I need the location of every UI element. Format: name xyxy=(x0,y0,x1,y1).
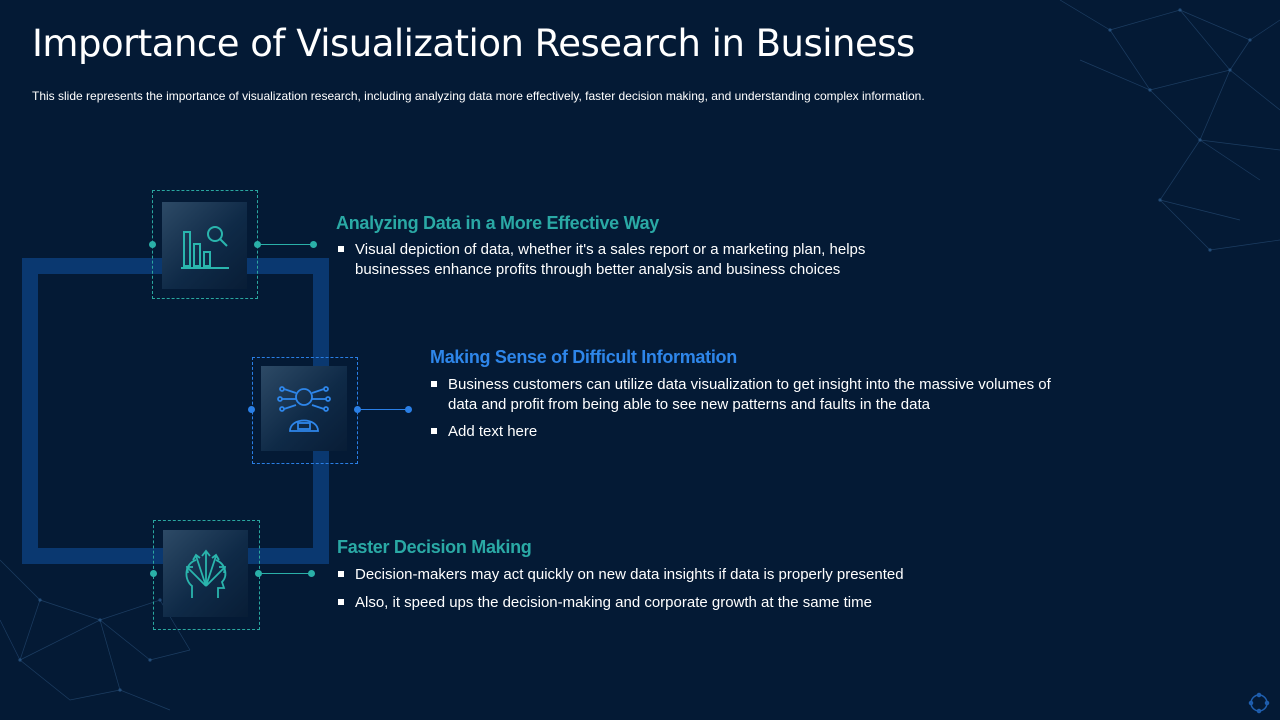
section-bullets-difficult-info: Business customers can utilize data visu… xyxy=(429,375,1059,450)
list-item: Decision-makers may act quickly on new d… xyxy=(336,565,976,585)
page-subtitle: This slide represents the importance of … xyxy=(32,89,925,103)
person-network-icon xyxy=(277,385,331,432)
difficult-info-icon-box xyxy=(252,357,358,464)
decision-making-icon-box xyxy=(153,520,260,630)
head-arrows-icon xyxy=(185,549,226,598)
connector-line xyxy=(259,573,311,574)
connector-dot xyxy=(149,241,156,248)
section-bullets-decision-making: Decision-makers may act quickly on new d… xyxy=(336,565,976,620)
list-item: Business customers can utilize data visu… xyxy=(429,375,1059,414)
list-item: Visual depiction of data, whether it's a… xyxy=(336,240,916,279)
connector-dot xyxy=(150,570,157,577)
list-item: Also, it speed ups the decision-making a… xyxy=(336,593,976,613)
connector-dot xyxy=(354,406,361,413)
analyzing-data-icon-box xyxy=(152,190,258,299)
list-item: Add text here xyxy=(429,422,1059,442)
page-title: Importance of Visualization Research in … xyxy=(32,22,915,65)
connector-dot xyxy=(308,570,315,577)
section-heading-difficult-info: Making Sense of Difficult Information xyxy=(430,347,737,367)
connector-dot xyxy=(405,406,412,413)
section-heading-analyzing-data: Analyzing Data in a More Effective Way xyxy=(336,213,660,233)
connector-dot xyxy=(255,570,262,577)
bar-chart-magnifier-icon xyxy=(180,225,229,269)
connector-dot xyxy=(310,241,317,248)
connector-dot xyxy=(254,241,261,248)
section-bullets-analyzing-data: Visual depiction of data, whether it's a… xyxy=(336,240,916,287)
connector-line xyxy=(258,244,313,245)
connector-line xyxy=(358,409,408,410)
section-heading-decision-making: Faster Decision Making xyxy=(337,537,532,557)
decorative-circle-icon xyxy=(1248,692,1270,714)
connector-dot xyxy=(248,406,255,413)
